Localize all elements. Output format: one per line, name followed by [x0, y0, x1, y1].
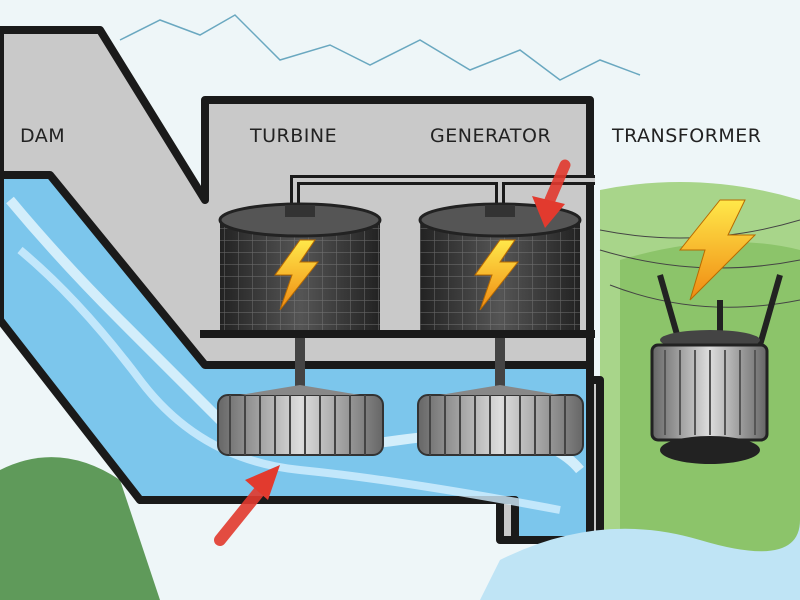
lightning-icon: [678, 199, 757, 301]
arrow-icon: [214, 465, 280, 546]
turbine-right: [417, 385, 584, 456]
outflow-water: [480, 520, 800, 600]
label-transformer: TRANSFORMER: [611, 125, 762, 147]
transformer: [650, 199, 783, 464]
powerhouse-floor: [200, 330, 595, 338]
mountains: [119, 14, 641, 81]
label-turbine: TURBINE: [249, 125, 337, 147]
lightning-icon: [274, 239, 320, 311]
label-dam: DAM: [20, 125, 65, 147]
hill-left: [0, 457, 160, 600]
arrow-icon: [532, 159, 571, 228]
turbine-left: [217, 385, 384, 456]
lightning-icon: [474, 239, 520, 311]
generator-left: [218, 202, 382, 330]
generator-right: [418, 202, 582, 330]
label-generator: GENERATOR: [430, 125, 551, 147]
